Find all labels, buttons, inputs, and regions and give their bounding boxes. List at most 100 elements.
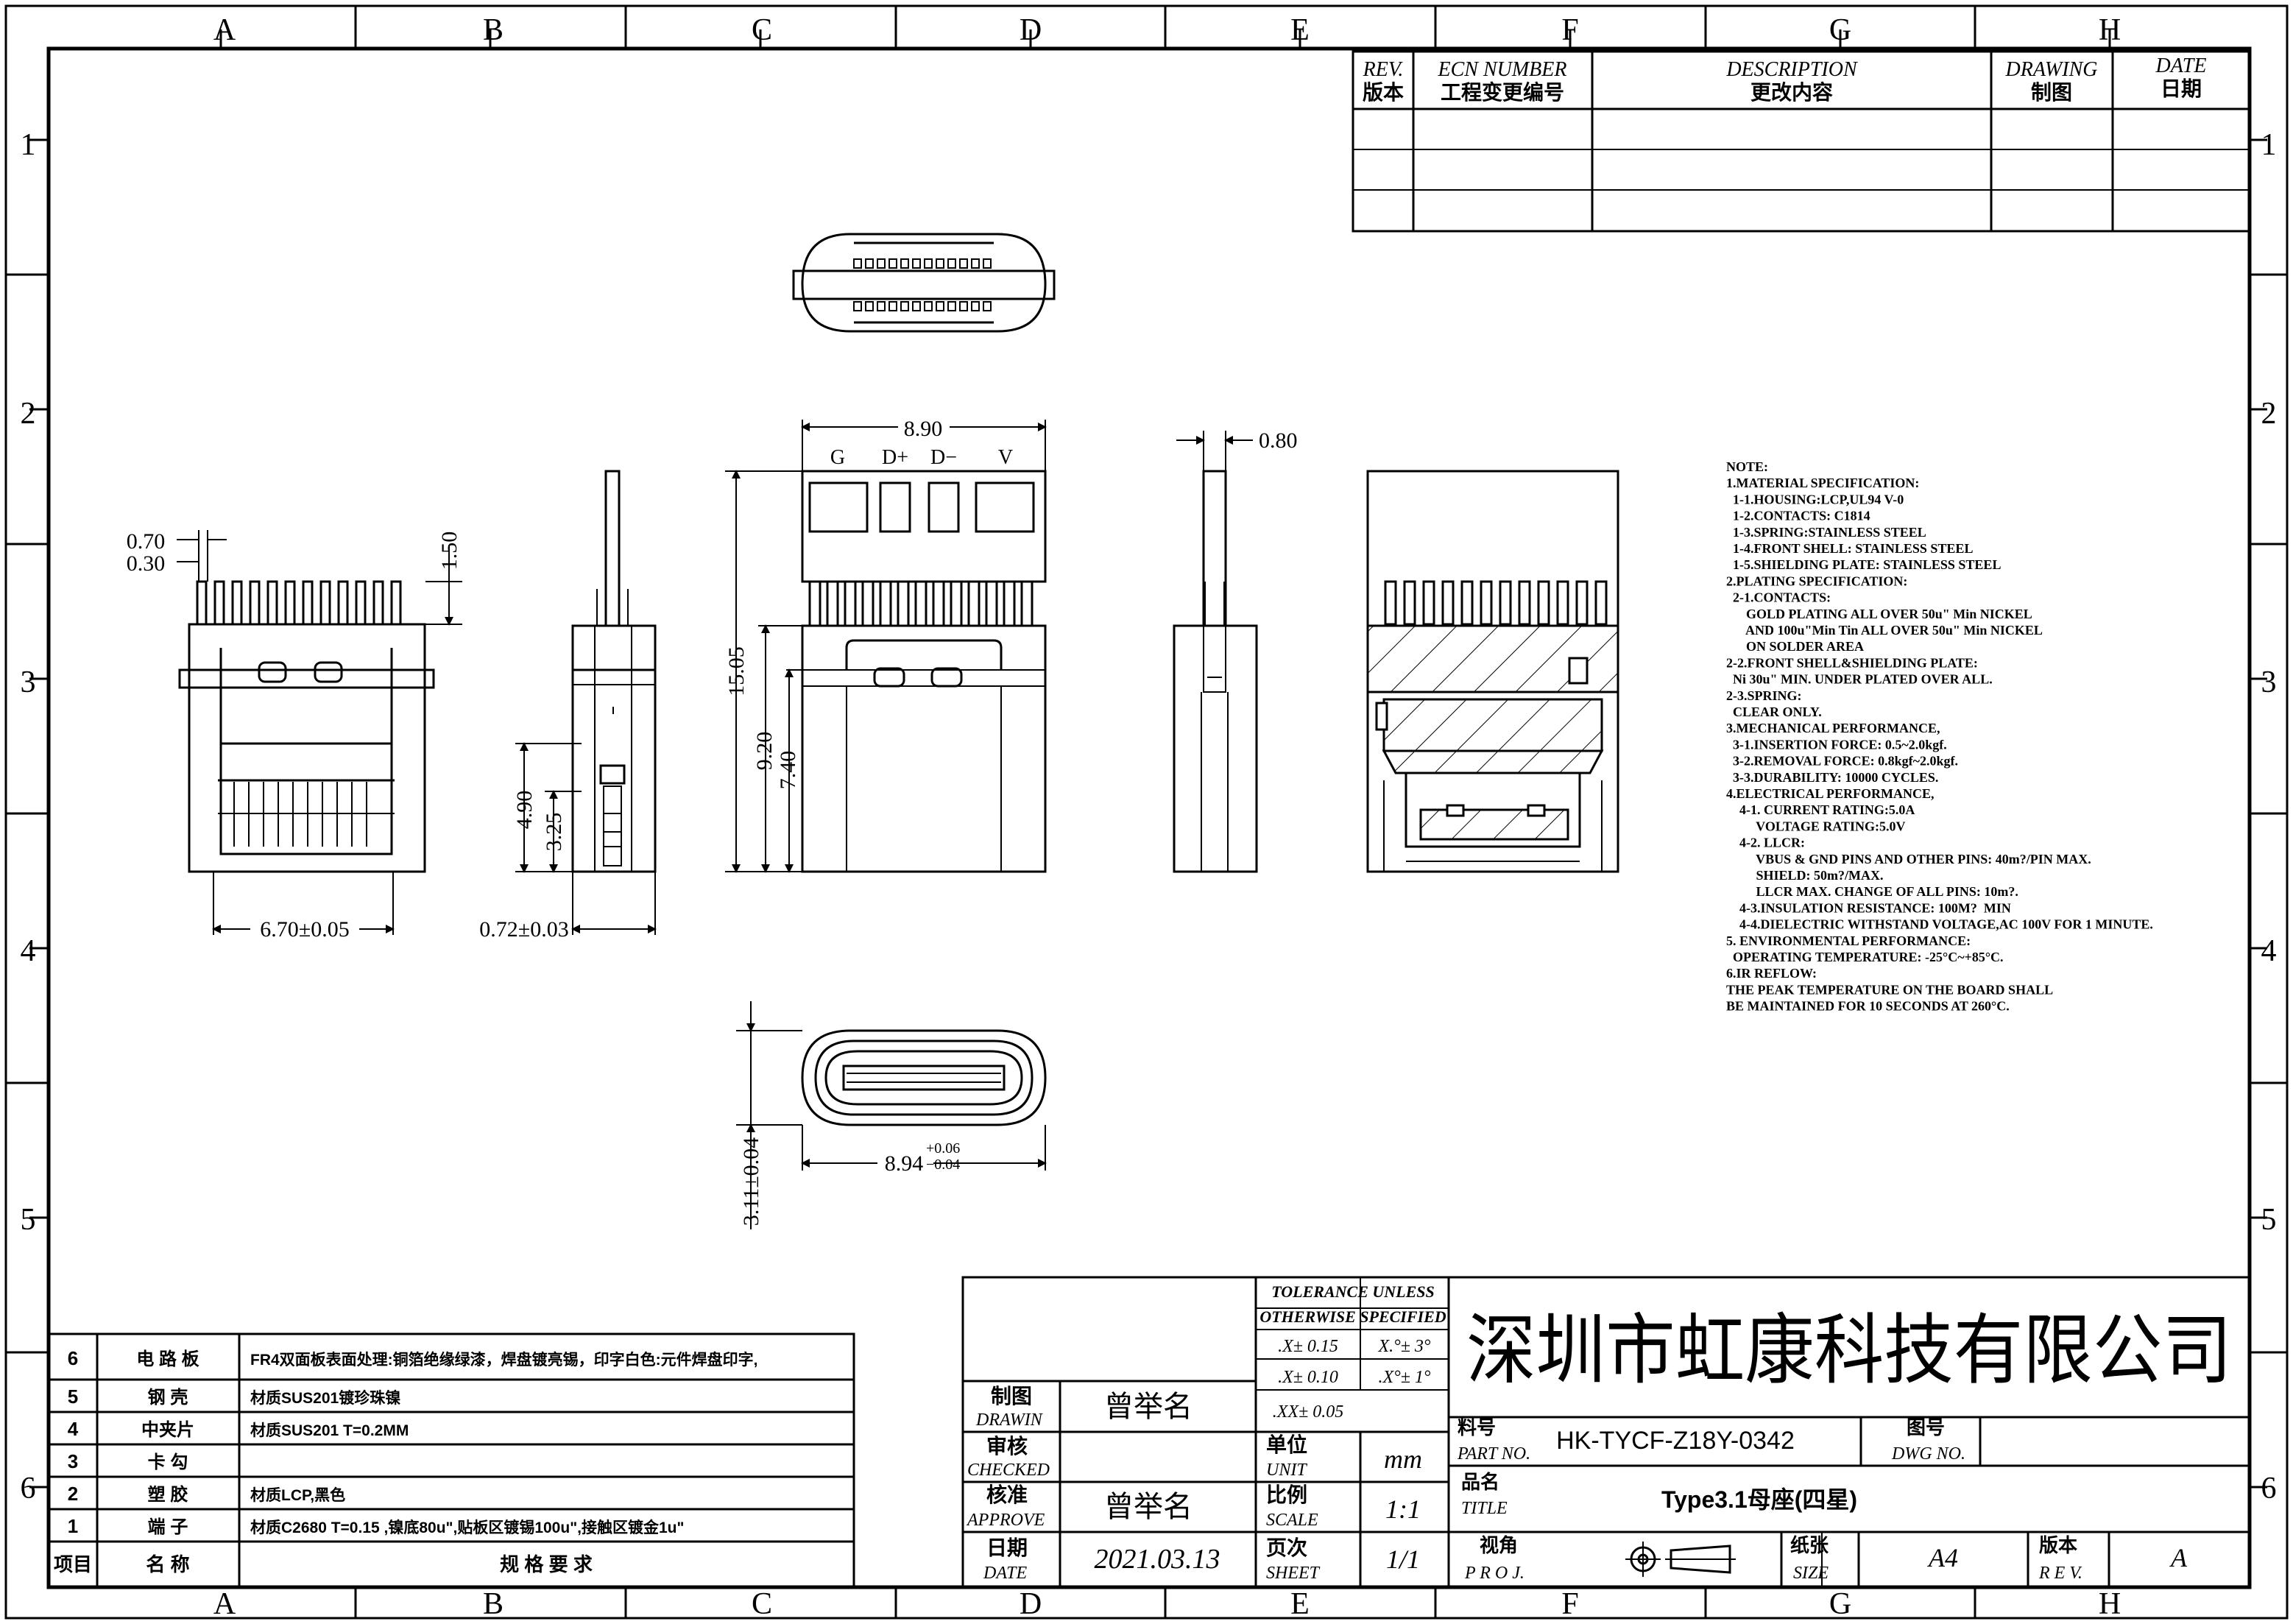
connector-front-view bbox=[801, 1029, 1047, 1126]
contact-tooth bbox=[947, 258, 956, 269]
sheet-value: 1/1 bbox=[1386, 1544, 1420, 1574]
row-number-3-right: 3 bbox=[2261, 666, 2277, 699]
col-letter-a-bottom: A bbox=[213, 1587, 236, 1621]
dim-front-height: 3.11±0.04 bbox=[739, 1137, 763, 1226]
part-no-value: HK-TYCF-Z18Y-0342 bbox=[1556, 1427, 1795, 1455]
row-number-3-left: 3 bbox=[21, 666, 36, 699]
dim-side-thickness: 0.72±0.03 bbox=[479, 917, 568, 942]
date-label-en: DATE bbox=[983, 1564, 1027, 1583]
row-number-5-left: 5 bbox=[21, 1203, 36, 1237]
dim-front-width: 8.94 bbox=[885, 1151, 924, 1176]
bom-item-number: 3 bbox=[68, 1450, 78, 1472]
solder-finger bbox=[967, 580, 981, 627]
title-block: TOLERANCE UNLESS OTHERWISE SPECIFIED .X±… bbox=[961, 1276, 2251, 1589]
bom-item-spec: 材质SUS201 T=0.2MM bbox=[250, 1422, 409, 1439]
bom-item-number: 6 bbox=[68, 1347, 78, 1369]
note-line: 4-1. CURRENT RATING:5.0A bbox=[1726, 802, 1915, 817]
row-number-4-left: 4 bbox=[21, 934, 36, 968]
projection-label-en: P R O J. bbox=[1464, 1564, 1524, 1583]
bom-header-name: 名 称 bbox=[146, 1553, 189, 1575]
tolerance-xx: .X± 0.10 bbox=[1278, 1368, 1338, 1387]
pin-label-g: G bbox=[830, 446, 845, 469]
col-letter-h-bottom: H bbox=[2099, 1587, 2121, 1621]
col-letter-d-top: D bbox=[1020, 13, 1042, 47]
contact-tooth bbox=[924, 258, 933, 269]
description-header-cn: 更改内容 bbox=[1750, 80, 1833, 104]
tolerance-xxx: .XX± 0.05 bbox=[1273, 1402, 1344, 1422]
unit-label-cn: 单位 bbox=[1266, 1433, 1307, 1456]
note-line: 1-4.FRONT SHELL: STAINLESS STEEL bbox=[1726, 541, 1973, 556]
solder-finger bbox=[1460, 580, 1474, 626]
contact-tooth bbox=[865, 301, 874, 311]
checked-label-en: CHECKED bbox=[967, 1461, 1050, 1480]
solder-finger bbox=[879, 580, 892, 627]
note-line: SHIELD: 50m?/MAX. bbox=[1726, 868, 1884, 883]
title-label-cn: 品名 bbox=[1461, 1471, 1499, 1493]
part-no-label-cn: 料号 bbox=[1458, 1416, 1496, 1438]
solder-finger bbox=[985, 580, 998, 627]
note-line: OPERATING TEMPERATURE: -25°C~+85°C. bbox=[1726, 950, 2004, 964]
contact-tooth bbox=[936, 258, 944, 269]
note-line: NOTE: bbox=[1726, 459, 1768, 474]
solder-finger bbox=[844, 580, 857, 627]
note-line: BE MAINTAINED FOR 10 SECONDS AT 260°C. bbox=[1726, 999, 2010, 1014]
description-header-en: DESCRIPTION bbox=[1725, 58, 1858, 81]
note-line: 3.MECHANICAL PERFORMANCE, bbox=[1726, 721, 1940, 735]
solder-finger bbox=[1499, 580, 1512, 626]
col-letter-a-top: A bbox=[213, 13, 236, 47]
solder-finger bbox=[1441, 580, 1455, 626]
rev-label-cn: 版本 bbox=[2038, 1534, 2077, 1556]
right-view-dimensions: 0.80 bbox=[1176, 428, 1298, 471]
row-number-1-right: 1 bbox=[2261, 128, 2277, 162]
solder-pin bbox=[213, 580, 225, 626]
bom-item-number: 1 bbox=[68, 1515, 78, 1537]
solder-finger bbox=[914, 580, 928, 627]
col-letter-g-top: G bbox=[1829, 13, 1851, 47]
size-label-en: SIZE bbox=[1793, 1564, 1829, 1583]
note-line: 4.ELECTRICAL PERFORMANCE, bbox=[1726, 786, 1935, 801]
solder-pin bbox=[355, 580, 367, 626]
col-letter-h-top: H bbox=[2099, 13, 2121, 47]
tolerance-angle-2: .X°± 1° bbox=[1378, 1368, 1430, 1387]
dim-right-thickness: 0.80 bbox=[1259, 428, 1298, 453]
top-view-dimensions: 8.90 15.05 9.20 7.40 bbox=[724, 415, 1047, 873]
note-line: AND 100u"Min Tin ALL OVER 50u" Min NICKE… bbox=[1726, 623, 2043, 638]
dim-pin-pitch: 0.70 bbox=[127, 529, 166, 554]
note-line: 1.MATERIAL SPECIFICATION: bbox=[1726, 476, 1919, 490]
drawing-header-en: DRAWING bbox=[2005, 58, 2098, 81]
contact-tooth bbox=[959, 258, 968, 269]
section-view bbox=[1366, 470, 1619, 873]
drawing-header-cn: 制图 bbox=[2031, 81, 2072, 104]
note-line: 2-2.FRONT SHELL&SHIELDING PLATE: bbox=[1726, 655, 1978, 670]
size-value: A4 bbox=[1927, 1543, 1958, 1572]
ecn-header-en: ECN NUMBER bbox=[1438, 58, 1567, 81]
bom-item-name: 塑 胶 bbox=[148, 1484, 188, 1505]
sheet-label-en: SHEET bbox=[1266, 1564, 1321, 1583]
note-line: 1-2.CONTACTS: C1814 bbox=[1726, 509, 1870, 523]
solder-finger bbox=[1403, 580, 1416, 626]
contact-tooth bbox=[912, 258, 921, 269]
rev-header-cn: 版本 bbox=[1363, 81, 1404, 104]
contact-tooth bbox=[912, 301, 921, 311]
row-number-2-left: 2 bbox=[21, 397, 36, 431]
date-value: 2021.03.13 bbox=[1095, 1544, 1220, 1575]
bom-item-name: 端 子 bbox=[148, 1517, 188, 1537]
rev-header-en: REV. bbox=[1363, 58, 1404, 81]
bom-item-spec: FR4双面板表面处理:铜箔绝缘绿漆，焊盘镀亮锡，印字白色:元件焊盘印字, bbox=[250, 1351, 758, 1369]
contact-tooth bbox=[983, 301, 992, 311]
front-view-dimensions: 8.94 +0.06 −0.04 3.11±0.04 bbox=[736, 1001, 1047, 1229]
projection-symbol-icon bbox=[1625, 1542, 1736, 1577]
contact-tooth bbox=[900, 301, 909, 311]
bom-item-name: 钢 壳 bbox=[148, 1388, 188, 1408]
col-letter-c-top: C bbox=[752, 13, 772, 47]
date-header-cn: 日期 bbox=[2160, 77, 2202, 100]
note-line: 2-1.CONTACTS: bbox=[1726, 590, 1831, 605]
row-number-4-right: 4 bbox=[2261, 934, 2277, 968]
tolerance-x: .X± 0.15 bbox=[1278, 1337, 1338, 1356]
contact-tooth bbox=[971, 258, 980, 269]
title-label-en: TITLE bbox=[1461, 1499, 1508, 1518]
unit-label-en: UNIT bbox=[1266, 1461, 1307, 1480]
contact-tooth bbox=[983, 258, 992, 269]
dim-front-tol-plus: +0.06 bbox=[926, 1140, 960, 1157]
